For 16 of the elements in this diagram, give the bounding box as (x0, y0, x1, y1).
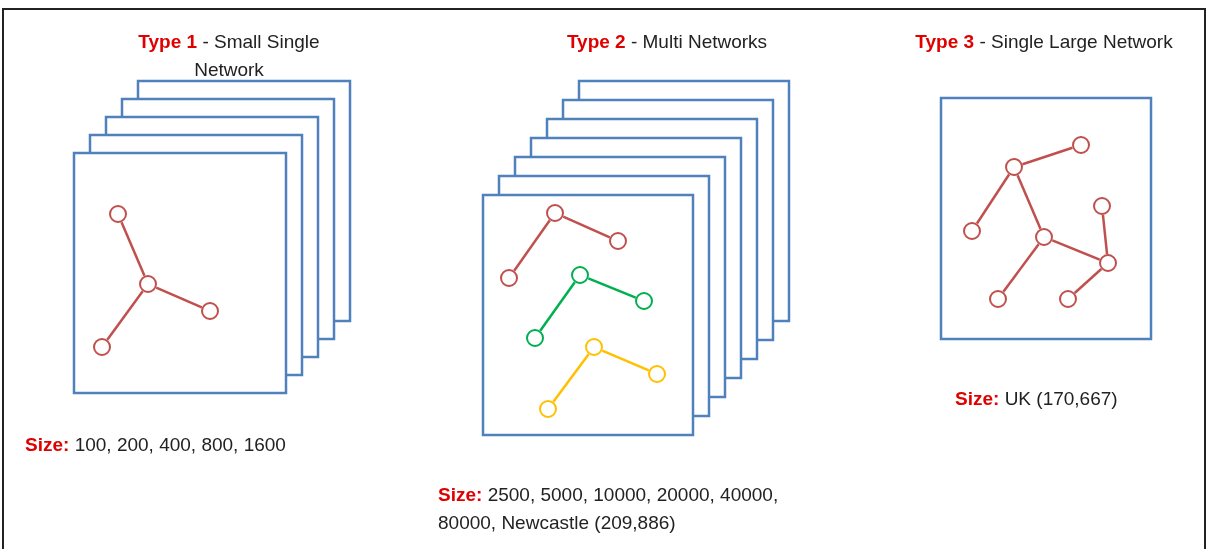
connector-line (1101, 214, 1109, 255)
connector-line (1022, 146, 1073, 166)
connector-line (552, 353, 590, 403)
connector-line (120, 221, 146, 277)
connector-line (1002, 243, 1040, 293)
section-title: Type 1 - Small Single Network (137, 30, 321, 82)
section-title: Type 2 - Multi Networks (565, 30, 769, 54)
connector-line (106, 290, 144, 341)
size-note: Size: UK (170,667) (955, 387, 1119, 411)
connector-line (1073, 268, 1103, 294)
connector-line (539, 281, 576, 332)
section-title: Type 3 - Single Large Network (914, 30, 1174, 54)
connector-line (513, 219, 551, 272)
connector-line (1016, 174, 1042, 230)
size-note: Size: 2500, 5000, 10000, 20000, 40000, 80000, Newcastle (209,886) (438, 483, 780, 535)
size-note: Size: 100, 200, 400, 800, 1600 (25, 433, 287, 457)
